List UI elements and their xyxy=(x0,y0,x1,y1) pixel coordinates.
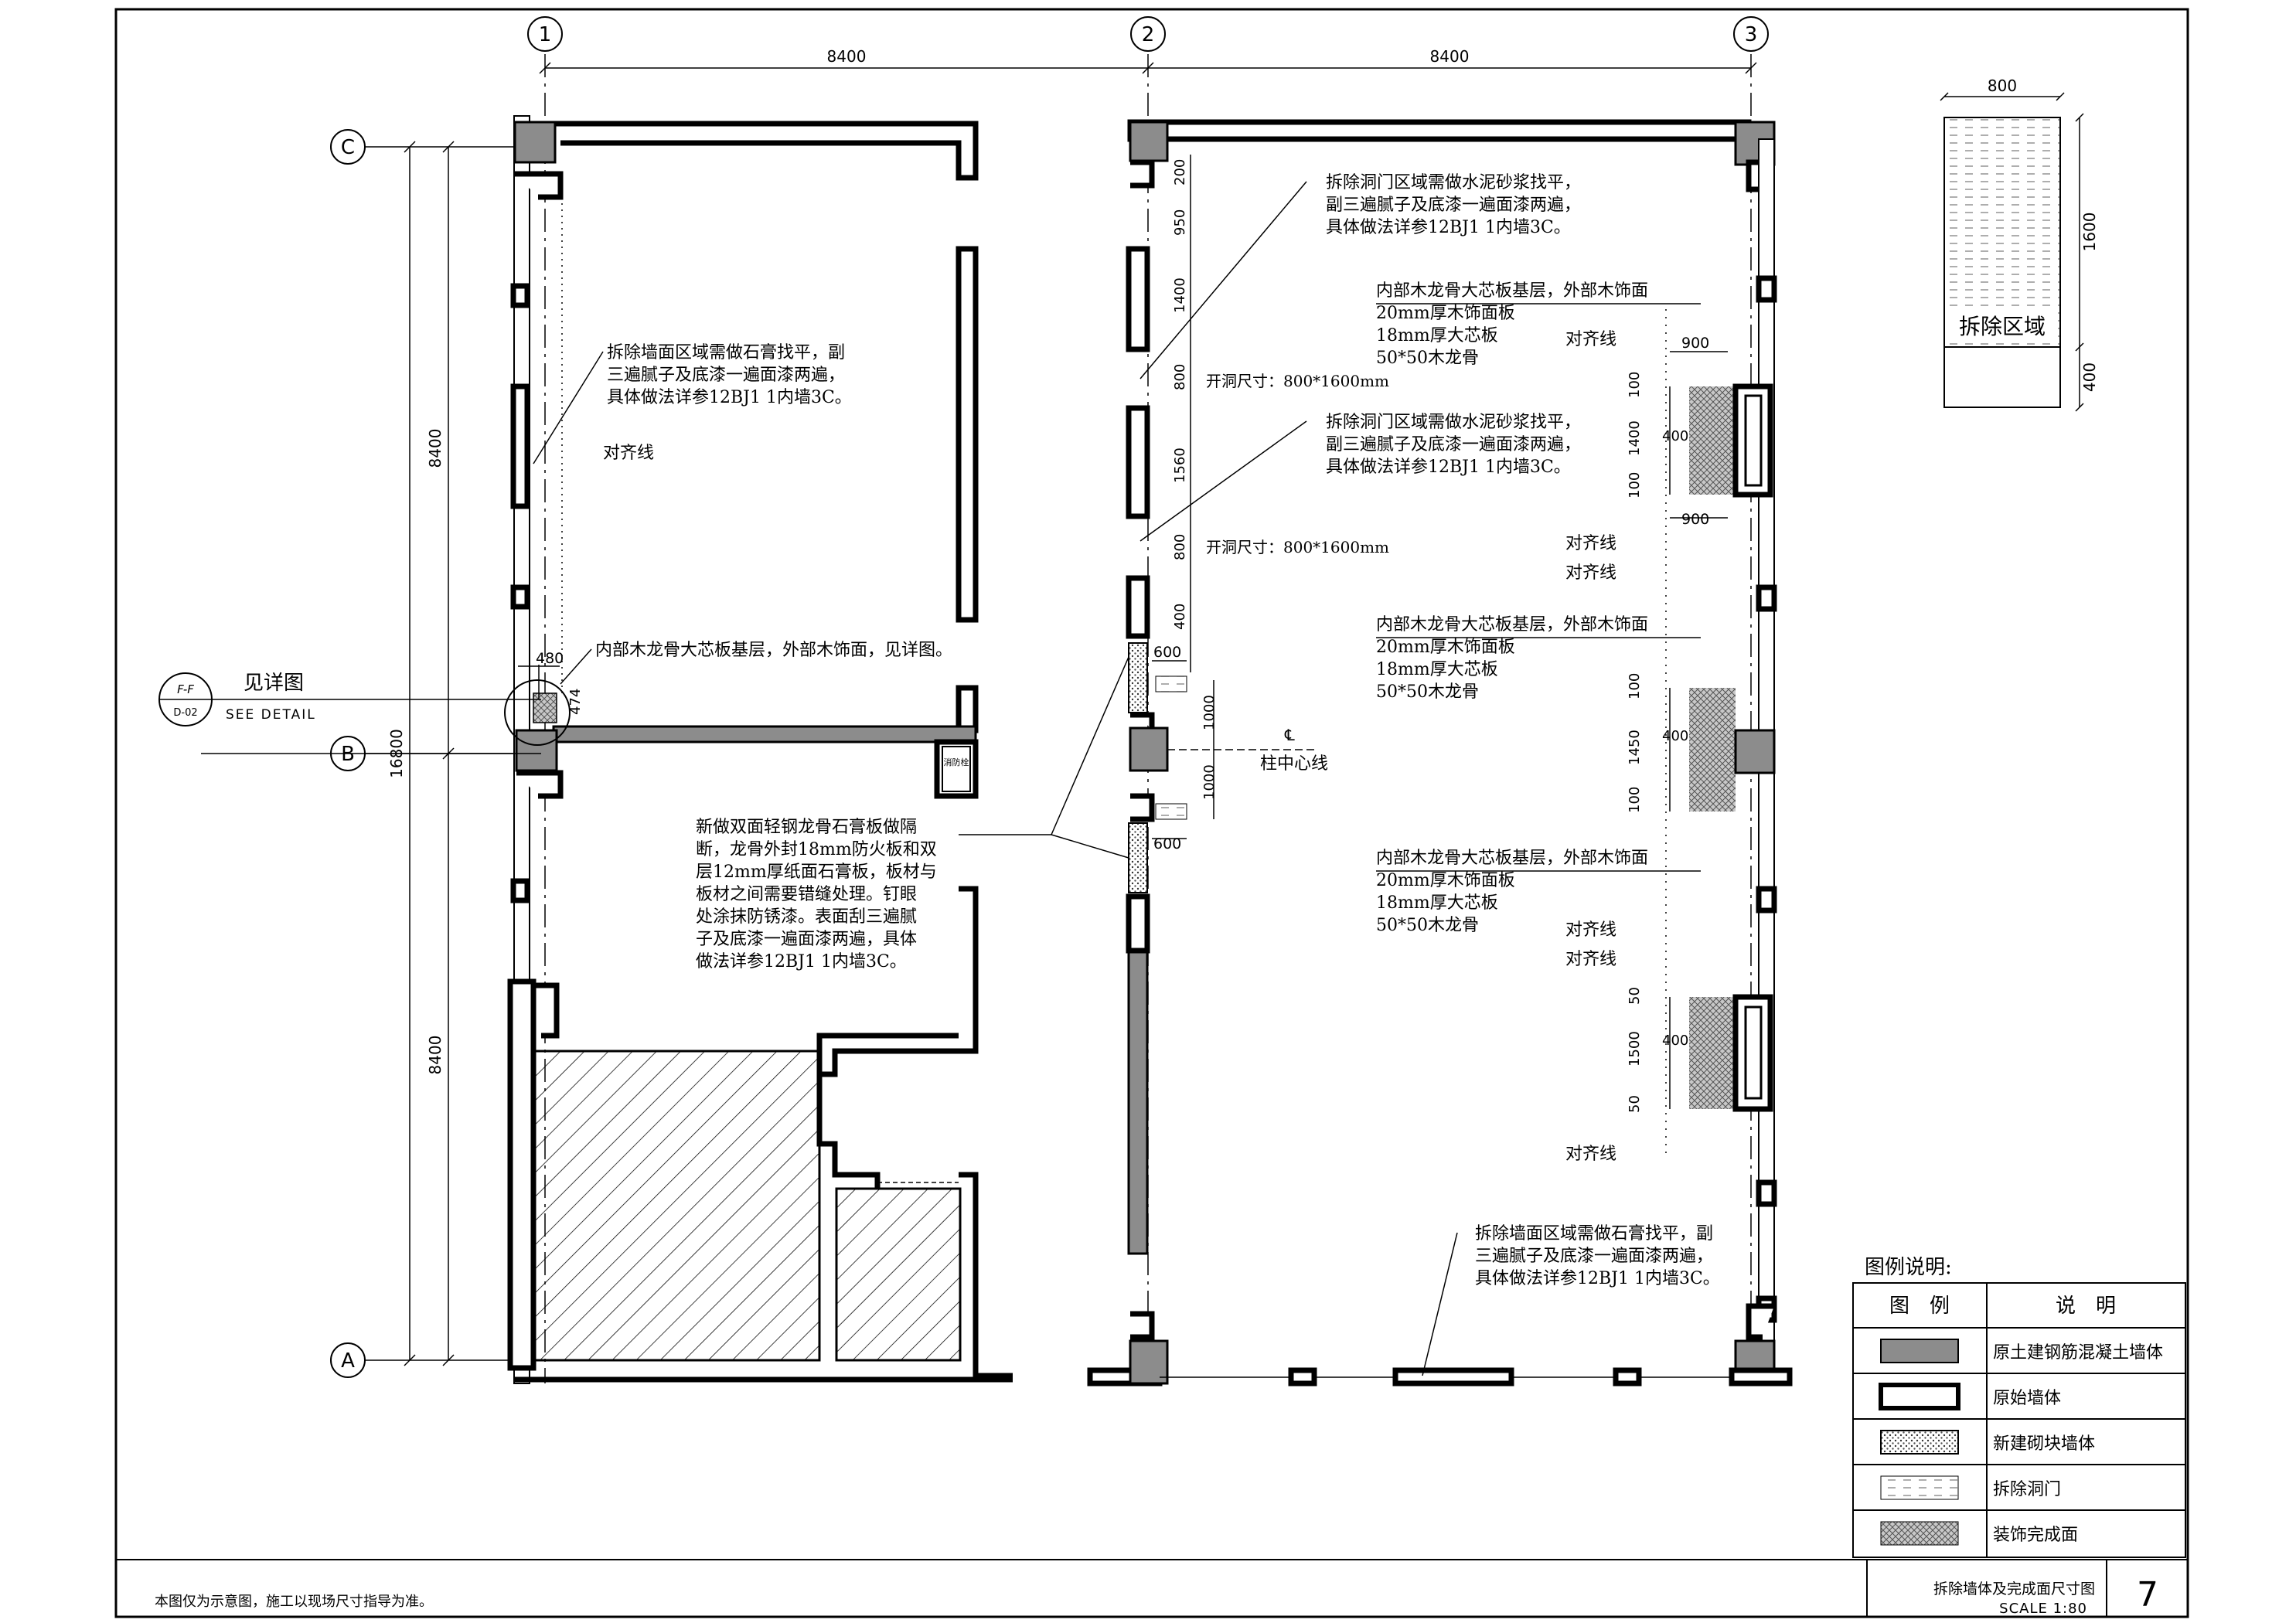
footer-note: 本图仅为示意图，施工以现场尺寸指导为准。 xyxy=(155,1594,433,1610)
align-label-2: 对齐线 xyxy=(1565,330,1616,349)
dim-1000-a: 1000 xyxy=(1201,695,1218,730)
opening-size-1: 开洞尺寸：800*1600mm xyxy=(1206,372,1389,390)
grid-bubble-1 xyxy=(527,16,563,52)
left-bay: 消防栓 xyxy=(201,115,1013,1384)
dim-800-a: 800 xyxy=(1172,364,1188,390)
legend-item-4: 拆除洞门 xyxy=(1993,1480,2061,1499)
legend: 图例说明: 图 例 说 明 原土建钢筋混凝土墙体 原始墙体 新建砌块墙体 拆除洞… xyxy=(1852,1256,2186,1558)
dim-top-2: 8400 xyxy=(1430,47,1470,66)
align-label-5: 对齐线 xyxy=(1565,920,1616,940)
inset-label: 拆除区域 xyxy=(1959,314,2046,339)
grid-bubble-2 xyxy=(1130,16,1166,52)
grid-label-2: 2 xyxy=(1142,23,1155,46)
dim-100-b: 100 xyxy=(1627,472,1643,498)
detail-code: F-F xyxy=(177,682,194,696)
dim-50-a: 50 xyxy=(1627,987,1643,1005)
stack-2: 内部木龙骨大芯板基层，外部木饰面 20mm厚木饰面板 18mm厚大芯板 50*5… xyxy=(1376,615,1654,702)
inner-note: 内部木龙骨大芯板基层，外部木饰面，见详图。 xyxy=(595,641,952,660)
grid-bubble-3 xyxy=(1733,16,1769,52)
stack-3: 内部木龙骨大芯板基层，外部木饰面 20mm厚木饰面板 18mm厚大芯板 50*5… xyxy=(1376,849,1654,935)
legend-col1: 图 例 xyxy=(1889,1295,1950,1318)
dim-900-a: 900 xyxy=(1681,335,1709,352)
annotations: 拆除墙面区域需做石膏找平，副 三遍腻子及底漆一遍面漆两遍， 具体做法详参12BJ… xyxy=(533,173,1720,1376)
detail-en: SEE DETAIL xyxy=(226,707,316,723)
dim-400: 400 xyxy=(1172,604,1188,630)
inset-h2: 400 xyxy=(2080,362,2099,392)
legend-swatch-original xyxy=(1879,1383,1960,1410)
dim-left-2: 8400 xyxy=(426,1036,445,1075)
dim-474: 474 xyxy=(567,689,584,715)
align-label-6: 对齐线 xyxy=(1565,950,1616,969)
dim-600-b: 600 xyxy=(1153,835,1181,852)
legend-swatch-finish xyxy=(1880,1521,1959,1546)
legend-item-3: 新建砌块墙体 xyxy=(1993,1434,2095,1454)
grid-label-b: B xyxy=(341,743,355,766)
dim-600-a: 600 xyxy=(1153,644,1181,661)
dim-950: 950 xyxy=(1172,209,1188,236)
dim-200: 200 xyxy=(1172,159,1188,185)
dim-100-c: 100 xyxy=(1627,673,1643,699)
note-4: 拆除墙面区域需做石膏找平，副 三遍腻子及底漆一遍面漆两遍， 具体做法详参12BJ… xyxy=(1475,1224,1720,1288)
dim-400-a: 400 xyxy=(1662,428,1688,444)
dim-1000-b: 1000 xyxy=(1201,764,1218,800)
page-number: 7 xyxy=(2137,1575,2158,1614)
footer: 本图仅为示意图，施工以现场尺寸指导为准。 拆除墙体及完成面尺寸图 SCALE 1… xyxy=(155,1575,2158,1617)
align-label-4: 对齐线 xyxy=(1565,563,1616,583)
drawing-scale: SCALE 1:80 xyxy=(1999,1601,2087,1617)
inset-width: 800 xyxy=(1988,77,2017,95)
dimension-labels: 480 474 200 950 1400 800 1560 800 400 60… xyxy=(536,159,1709,1113)
dim-900-b: 900 xyxy=(1681,511,1709,528)
grid-label-c: C xyxy=(341,136,355,159)
note-2: 拆除洞门区域需做水泥砂浆找平， 副三遍腻子及底漆一遍面漆两遍， 具体做法详参12… xyxy=(1326,173,1586,237)
dim-100-a: 100 xyxy=(1627,372,1643,398)
dim-480: 480 xyxy=(536,650,564,667)
column-center-symbol: ℄ xyxy=(1284,726,1295,744)
dim-1400-r: 1400 xyxy=(1627,420,1643,456)
detail-label: 见详图 xyxy=(244,672,304,695)
note-1: 拆除墙面区域需做石膏找平，副 三遍腻子及底漆一遍面漆两遍， 具体做法详参12BJ… xyxy=(607,343,852,407)
inset-h1: 1600 xyxy=(2080,213,2099,252)
dim-left-1: 8400 xyxy=(426,429,445,468)
dim-1560: 1560 xyxy=(1172,447,1188,483)
dim-1450: 1450 xyxy=(1627,730,1643,765)
legend-swatch-block xyxy=(1880,1430,1959,1455)
dim-1400: 1400 xyxy=(1172,277,1188,313)
stack-1: 内部木龙骨大芯板基层，外部木饰面 20mm厚木饰面板 18mm厚大芯板 50*5… xyxy=(1376,281,1654,368)
grid-label-1: 1 xyxy=(539,23,552,46)
legend-col2: 说 明 xyxy=(2056,1295,2116,1318)
column-center: 柱中心线 xyxy=(1260,754,1328,774)
legend-item-5: 装饰完成面 xyxy=(1993,1526,2078,1545)
grid-bubble-c xyxy=(330,129,366,165)
dim-50-b: 50 xyxy=(1627,1095,1643,1113)
hydrant-label: 消防栓 xyxy=(944,757,969,767)
grid-label-3: 3 xyxy=(1745,23,1758,46)
dim-100-d: 100 xyxy=(1627,787,1643,813)
legend-item-2: 原始墙体 xyxy=(1993,1389,2061,1408)
detail-sheet: D-02 xyxy=(173,707,197,719)
right-bay xyxy=(1087,119,1793,1387)
opening-size-2: 开洞尺寸：800*1600mm xyxy=(1206,538,1389,556)
grid-label-a: A xyxy=(341,1349,355,1373)
align-label-3: 对齐线 xyxy=(1565,534,1616,553)
demolition-inset: 800 1600 400 拆除区域 xyxy=(1940,77,2099,412)
sheet-border xyxy=(114,8,2189,1618)
detail-ref-bubble[interactable]: F-F D-02 见详图 SEE DETAIL xyxy=(158,672,316,726)
align-label-7: 对齐线 xyxy=(1565,1145,1616,1164)
legend-swatch-concrete xyxy=(1880,1339,1959,1363)
dim-400-b: 400 xyxy=(1662,728,1688,744)
grid-bubble-a xyxy=(330,1342,366,1378)
note-5: 新做双面轻钢龙骨石膏板做隔 断，龙骨外封18mm防火板和双 层12mm厚纸面石膏… xyxy=(696,818,942,971)
align-label-1: 对齐线 xyxy=(603,444,654,463)
legend-swatch-demolish xyxy=(1880,1475,1959,1500)
dim-top-1: 8400 xyxy=(827,47,867,66)
dim-1500: 1500 xyxy=(1627,1031,1643,1067)
legend-item-1: 原土建钢筋混凝土墙体 xyxy=(1993,1343,2163,1363)
legend-title: 图例说明: xyxy=(1865,1256,1952,1279)
drawing-title: 拆除墙体及完成面尺寸图 xyxy=(1933,1580,2095,1597)
note-3: 拆除洞门区域需做水泥砂浆找平， 副三遍腻子及底漆一遍面漆两遍， 具体做法详参12… xyxy=(1326,413,1586,477)
dim-400-c: 400 xyxy=(1662,1033,1688,1049)
dim-800-b: 800 xyxy=(1172,534,1188,560)
